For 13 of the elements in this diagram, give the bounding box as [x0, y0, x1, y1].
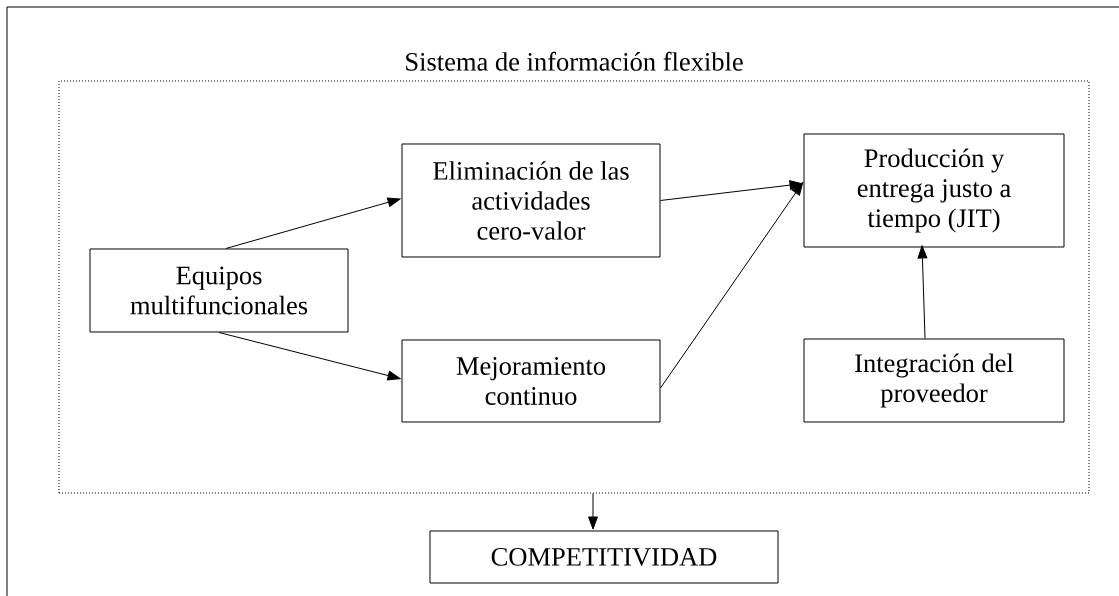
process-box: Mejoramiento continuo — [401, 339, 661, 423]
process-box: Eliminación de las actividades cero-valor — [401, 143, 661, 258]
process-box: Equipos multifuncionales — [89, 248, 349, 333]
arrow — [917, 245, 928, 339]
process-box: COMPETITIVIDAD — [429, 530, 779, 584]
arrow — [225, 197, 401, 249]
process-box: Integración del proveedor — [803, 338, 1065, 423]
process-box: Producción y entrega justo a tiempo (JIT) — [803, 133, 1065, 248]
arrow — [660, 182, 804, 389]
frame-title: Sistema de información flexible — [406, 51, 743, 71]
arrow — [588, 493, 598, 530]
arrow — [218, 332, 401, 381]
arrow — [660, 180, 803, 201]
